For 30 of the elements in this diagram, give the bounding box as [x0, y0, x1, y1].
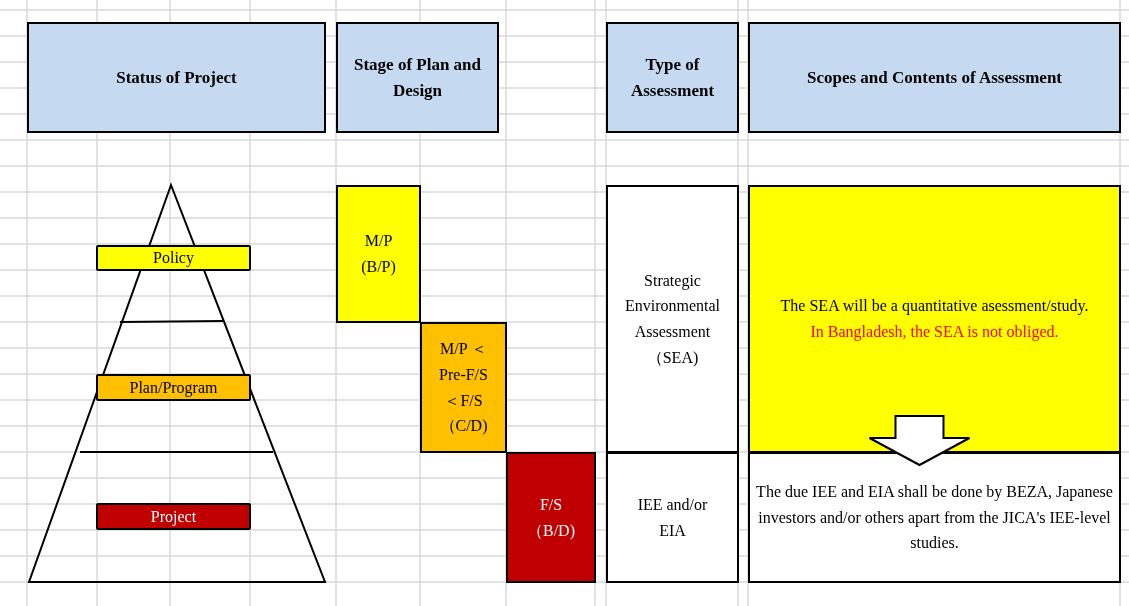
box-text: Project	[150, 507, 197, 526]
column-header	[748, 22, 1121, 133]
assessment-type-box	[606, 185, 739, 453]
scope-box	[748, 452, 1121, 583]
box-text: Type of Assessment	[629, 54, 716, 102]
level-bar	[96, 245, 251, 271]
column-header	[336, 22, 499, 133]
box-text: Policy	[153, 249, 194, 267]
level-bar	[96, 374, 251, 401]
box-text: The SEA will be a quantitative asessment/study.	[780, 296, 1089, 317]
box-text: IEE and/or EIA	[637, 494, 708, 541]
column-header	[606, 22, 739, 133]
box-text: F/S （B/D)	[526, 494, 576, 542]
block-arrow	[868, 415, 971, 467]
box-text: Status of Project	[116, 66, 237, 89]
scope-box	[748, 185, 1121, 453]
box-text: M/P (B/P)	[360, 231, 397, 278]
stage-box	[506, 452, 596, 583]
box-text: Scopes and Contents of Assessment	[807, 66, 1062, 89]
box-text: Strategic Environmental Assessment （SEA)	[623, 270, 722, 369]
box-text: Stage of Plan and Design	[352, 54, 482, 102]
box-text: In Bangladesh, the SEA is not obliged.	[810, 322, 1059, 343]
stage-box	[336, 185, 421, 323]
box-text: Plan/Program	[129, 378, 218, 397]
box-text: The due IEE and EIA shall be done by BEZA, Japanese investors and/or others apart from the JICA's IEE-level studies.	[756, 482, 1113, 554]
level-bar	[96, 503, 251, 530]
column-header	[27, 22, 326, 133]
assessment-type-box	[606, 452, 739, 583]
stage-box	[420, 322, 507, 453]
box-text: M/P ＜ Pre-F/S ＜F/S （C/D)	[438, 339, 489, 437]
